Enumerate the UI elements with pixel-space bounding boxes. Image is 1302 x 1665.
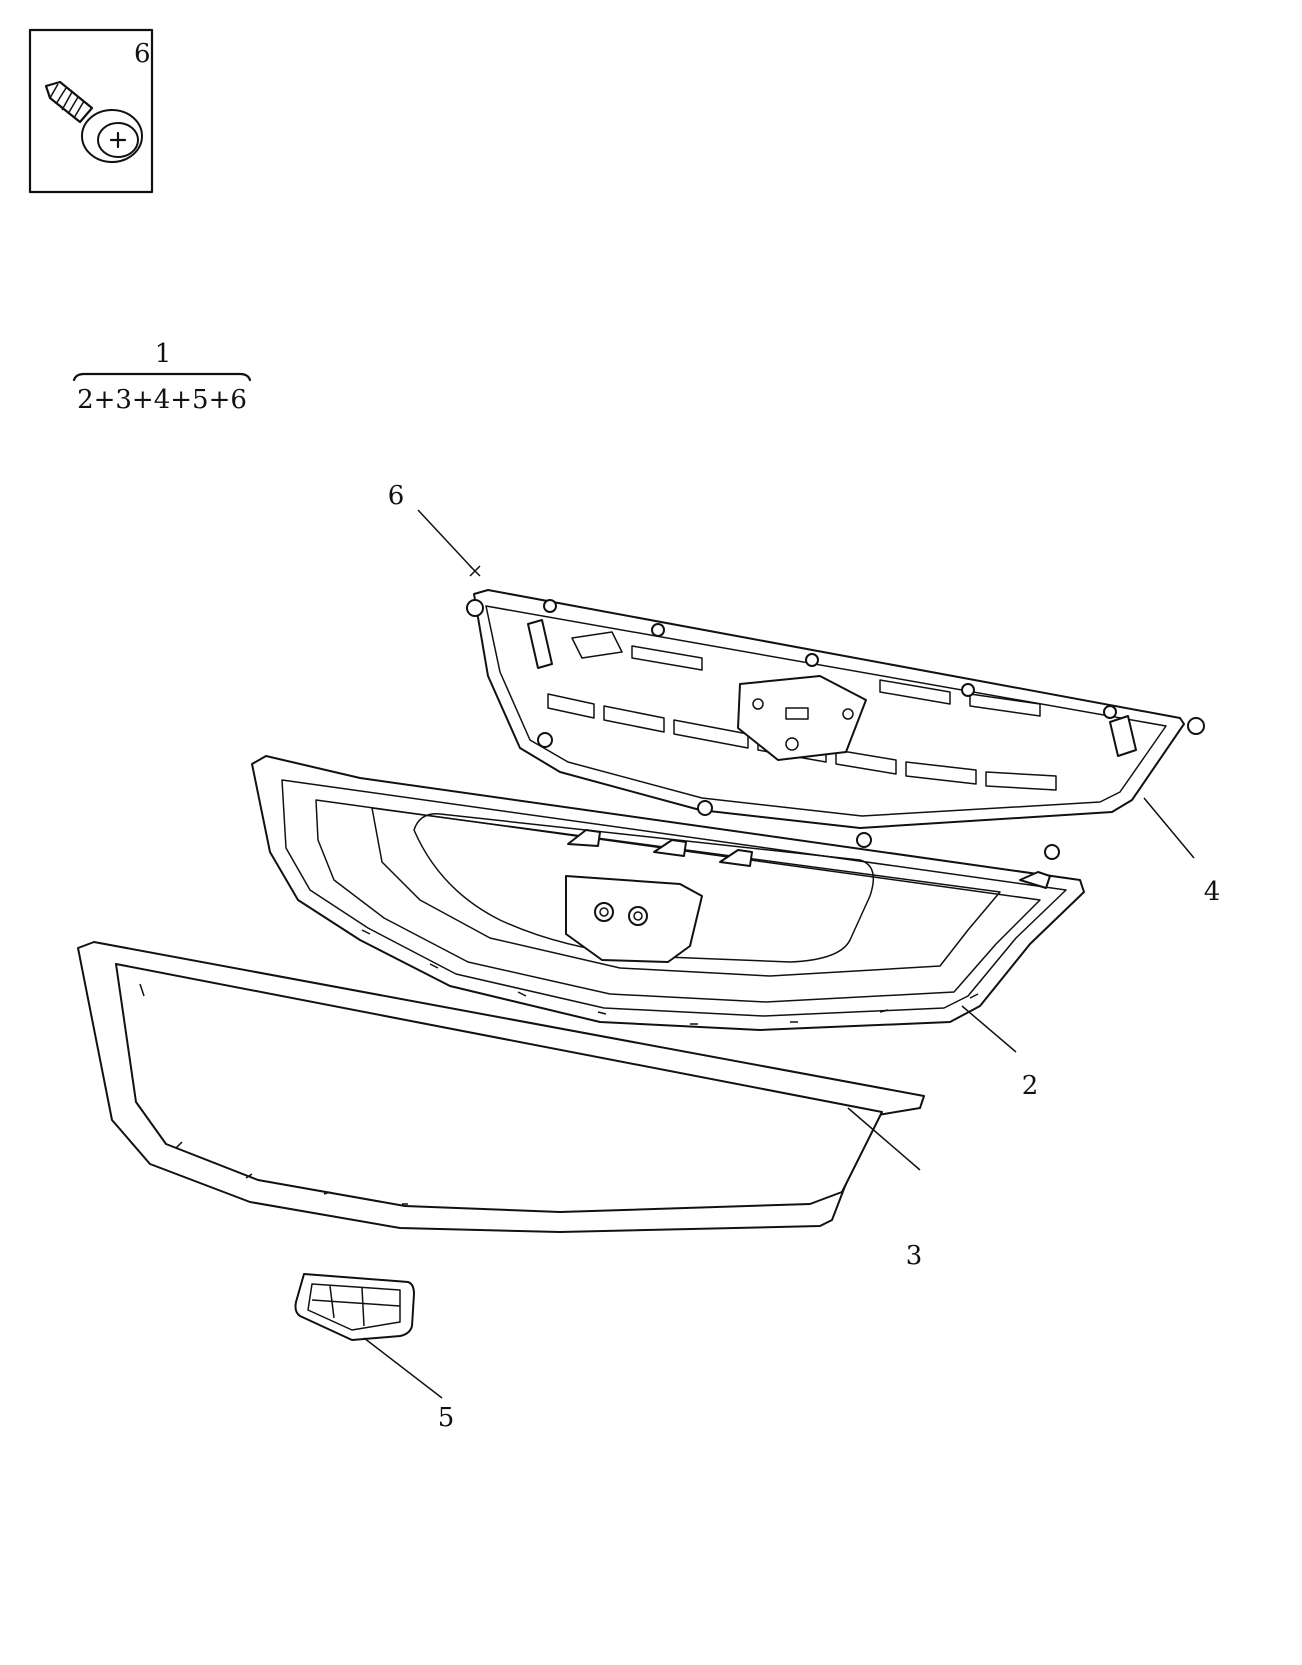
callout-6: 6 xyxy=(388,481,405,511)
assembly-formula: 1 2+3+4+5+6 xyxy=(72,339,252,415)
leader-lines xyxy=(363,509,1195,1399)
inset-callout-6: 6 xyxy=(134,39,151,69)
part-5-emblem xyxy=(294,1273,415,1341)
assembly-parent: 1 xyxy=(155,339,172,369)
callout-2: 2 xyxy=(1022,1071,1039,1101)
part-3-trim-frame xyxy=(77,941,925,1233)
part-4-bracket xyxy=(466,589,1205,860)
screw-inset: 6 xyxy=(28,28,154,194)
screw-icon xyxy=(44,80,143,163)
callout-4: 4 xyxy=(1204,877,1221,907)
callout-5: 5 xyxy=(438,1403,455,1433)
callout-3: 3 xyxy=(906,1241,923,1271)
part-2-grille xyxy=(251,755,1085,1031)
assembly-children: 2+3+4+5+6 xyxy=(77,385,247,415)
